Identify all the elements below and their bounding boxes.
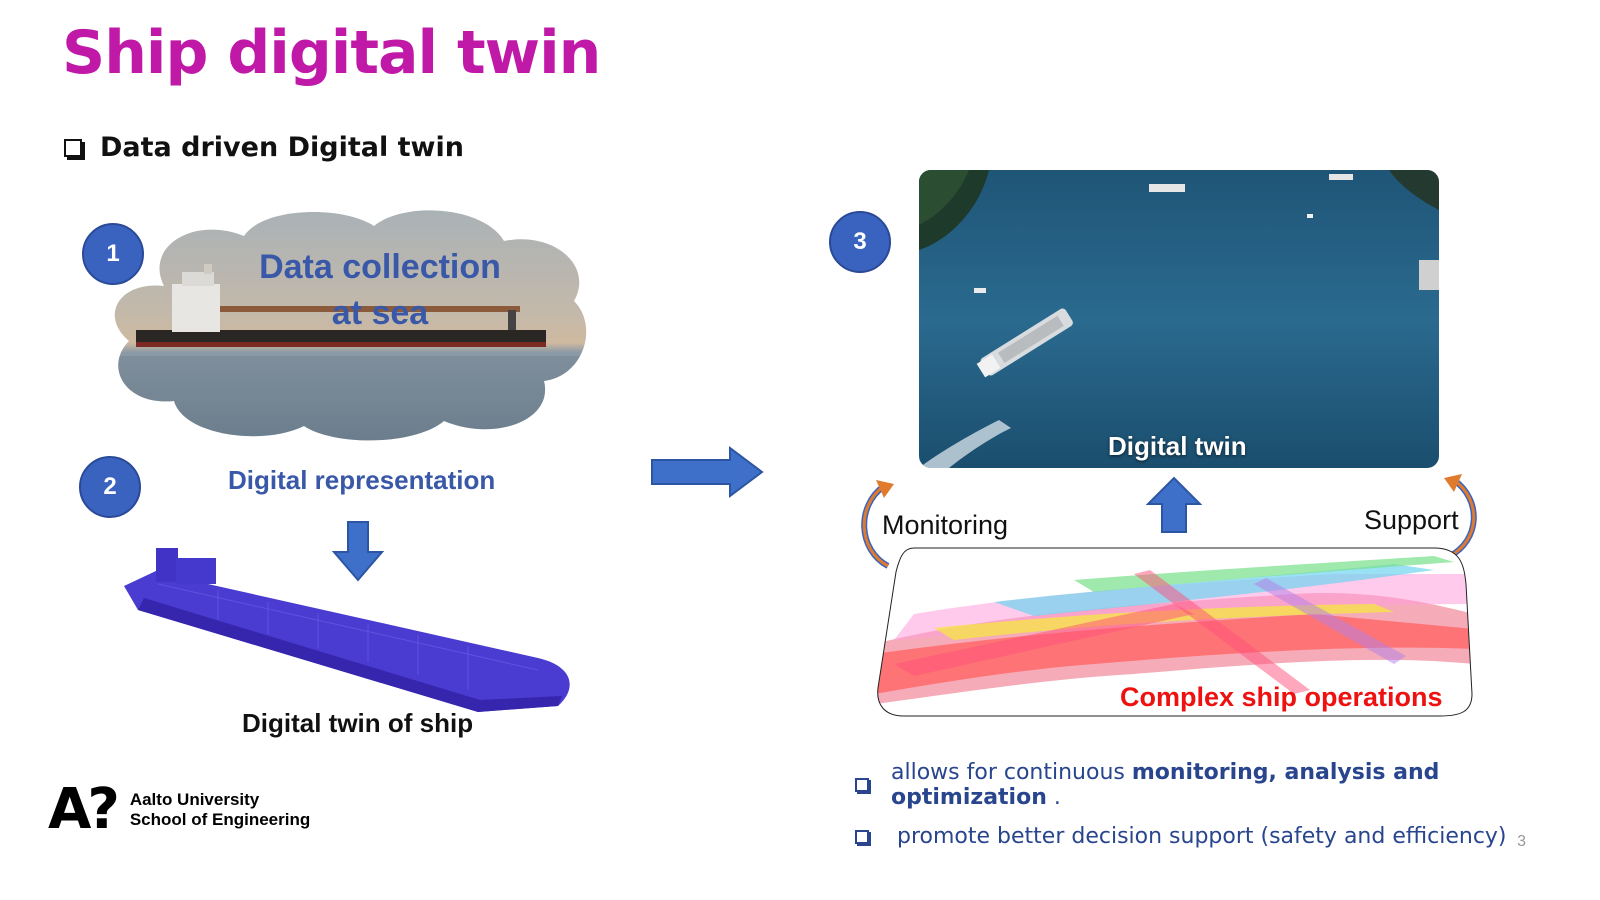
ship-3d-model <box>124 548 570 712</box>
checkbox-bullet-icon <box>64 138 82 157</box>
section-heading: Data driven Digital twin <box>64 132 464 163</box>
logo-line-2: School of Engineering <box>129 810 311 829</box>
bullet-1-emphasis: monitoring, analysis and optimization <box>891 760 1440 810</box>
digital-representation-label: Digital representation <box>228 465 496 495</box>
ship-traffic-heatmap <box>877 547 1473 717</box>
cloud-caption: Data collection at sea <box>230 244 530 336</box>
digital-twin-of-ship-label: Digital twin of ship <box>242 708 474 738</box>
slide-title: Ship digital twin <box>62 18 601 88</box>
digital-twin-sea-image <box>919 170 1439 468</box>
up-arrow-icon <box>1146 476 1202 533</box>
complex-ship-operations-label: Complex ship operations <box>1120 682 1443 712</box>
page-number: 3 <box>1517 833 1526 850</box>
support-label: Support <box>1364 505 1459 535</box>
bullet-2-text: promote better decision support (safety … <box>897 824 1507 849</box>
bullet-item-1: allows for continuous monitoring, analys… <box>855 760 1600 810</box>
bullet-item-2: promote better decision support (safety … <box>855 824 1600 849</box>
bullet-list: allows for continuous monitoring, analys… <box>855 760 1600 863</box>
bullet-1-text: allows for continuous monitoring, analys… <box>891 760 1440 810</box>
monitoring-curved-arrow-icon <box>861 480 894 569</box>
cloud-caption-line2: at sea <box>331 294 429 332</box>
checkbox-bullet-icon <box>855 778 869 792</box>
aalto-logo-text: Aalto University School of Engineering <box>130 790 310 830</box>
cloud-caption-line1: Data collection <box>259 248 501 286</box>
checkbox-bullet-icon <box>855 829 869 844</box>
digital-twin-label: Digital twin <box>1108 431 1247 461</box>
cloud-ship-photo <box>114 210 587 441</box>
section-heading-text: Data driven Digital twin <box>100 132 464 163</box>
down-arrow-icon <box>332 521 384 582</box>
aalto-logo: A? Aalto University School of Engineerin… <box>48 782 310 838</box>
support-curved-arrow-icon <box>1444 474 1477 559</box>
step-1-badge: 1 <box>82 223 144 285</box>
right-arrow-icon <box>651 446 764 498</box>
logo-line-1: Aalto University <box>129 790 260 809</box>
step-3-badge: 3 <box>829 211 891 273</box>
monitoring-label: Monitoring <box>882 510 1009 540</box>
aalto-logo-mark: A? <box>48 777 120 842</box>
step-2-badge: 2 <box>79 456 141 518</box>
